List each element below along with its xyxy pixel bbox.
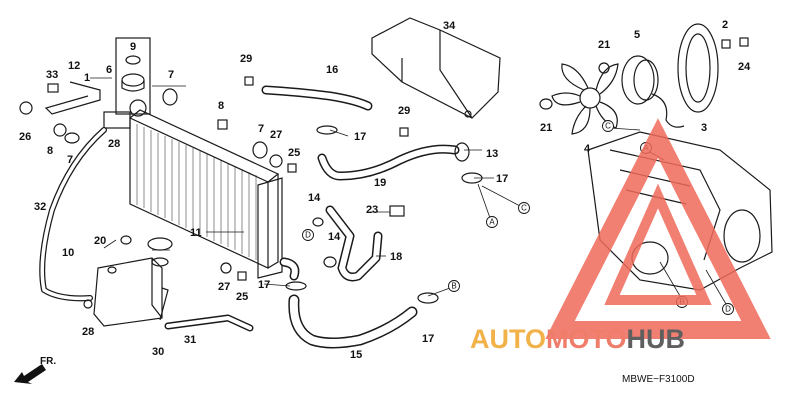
callout-12: 12	[68, 60, 80, 72]
callout-7c: 7	[258, 123, 264, 135]
callout-26: 26	[19, 131, 31, 143]
callout-29b: 29	[398, 105, 410, 117]
tank-breather-tube	[164, 314, 254, 332]
svg-text:B: B	[451, 282, 456, 291]
svg-text:D: D	[305, 231, 311, 240]
callout-17b: 17	[496, 173, 508, 185]
overflow-tube	[39, 127, 107, 302]
callout-21b: 21	[540, 122, 552, 134]
front-label: FR.	[40, 356, 56, 367]
radiator	[103, 99, 300, 281]
bypass-hose	[325, 205, 383, 282]
connector-d-engine: D	[722, 303, 734, 315]
fan-motor	[621, 55, 685, 128]
callout-17d: 17	[422, 333, 434, 345]
callout-27a: 27	[270, 129, 282, 141]
svg-text:C: C	[521, 204, 527, 213]
connector-a: A	[486, 216, 498, 228]
watermark-triangle-logo	[545, 118, 771, 339]
upper-hose	[261, 85, 373, 111]
callout-20: 20	[94, 235, 106, 247]
callout-33: 33	[46, 69, 58, 81]
callout-8b: 8	[47, 145, 53, 157]
fan-shroud	[677, 23, 719, 113]
connector-b: B	[448, 280, 460, 292]
callout-7b: 7	[67, 154, 73, 166]
callout-8a: 8	[218, 100, 224, 112]
callout-24: 24	[738, 61, 751, 73]
callout-30: 30	[152, 346, 164, 358]
callout-23: 23	[366, 204, 378, 216]
callout-19: 19	[374, 177, 386, 189]
callout-27b: 27	[218, 281, 230, 293]
water-pipe-hose	[317, 142, 470, 181]
callout-11: 11	[190, 227, 202, 239]
callout-34: 34	[443, 20, 456, 32]
callout-7a: 7	[168, 69, 174, 81]
callout-28a: 28	[108, 138, 120, 150]
thermo-switch	[370, 205, 405, 217]
callout-14a: 14	[308, 192, 321, 204]
callout-29a: 29	[240, 53, 252, 65]
hardware	[19, 37, 749, 309]
callout-16: 16	[326, 64, 338, 76]
callout-25b: 25	[236, 291, 248, 303]
callout-21a: 21	[598, 39, 610, 51]
hose-clamps	[285, 125, 483, 304]
fan-shroud-cover	[371, 17, 501, 119]
watermark-text: AUTOMOTOHUB	[470, 324, 685, 354]
callout-4: 4	[584, 143, 591, 155]
connector-c-engine: C	[602, 120, 614, 132]
bracket	[44, 81, 101, 115]
callout-28b: 28	[82, 326, 94, 338]
callout-15: 15	[350, 349, 362, 361]
callout-14b: 14	[328, 231, 341, 243]
connector-d: D	[302, 229, 314, 241]
callout-32: 32	[34, 201, 46, 213]
front-arrow-icon	[14, 364, 46, 384]
callout-25a: 25	[288, 147, 300, 159]
callout-31: 31	[184, 334, 196, 346]
leader-lines	[90, 77, 727, 305]
drawing-code: MBWE−F3100D	[622, 374, 695, 385]
callout-9: 9	[130, 41, 136, 53]
filler-cap-assembly	[115, 37, 151, 115]
svg-text:C: C	[605, 122, 611, 131]
callout-6: 6	[106, 64, 112, 76]
svg-text:A: A	[489, 218, 495, 227]
callout-1: 1	[84, 72, 90, 84]
callout-17a: 17	[354, 131, 366, 143]
callout-18: 18	[390, 251, 402, 263]
callout-2: 2	[722, 19, 728, 31]
callout-3: 3	[701, 122, 707, 134]
callout-5: 5	[634, 29, 640, 41]
svg-text:D: D	[725, 305, 731, 314]
callout-13: 13	[486, 148, 498, 160]
lower-hose	[288, 294, 418, 349]
callout-10: 10	[62, 247, 74, 259]
connector-c: C	[518, 202, 530, 214]
callout-17c: 17	[258, 279, 270, 291]
